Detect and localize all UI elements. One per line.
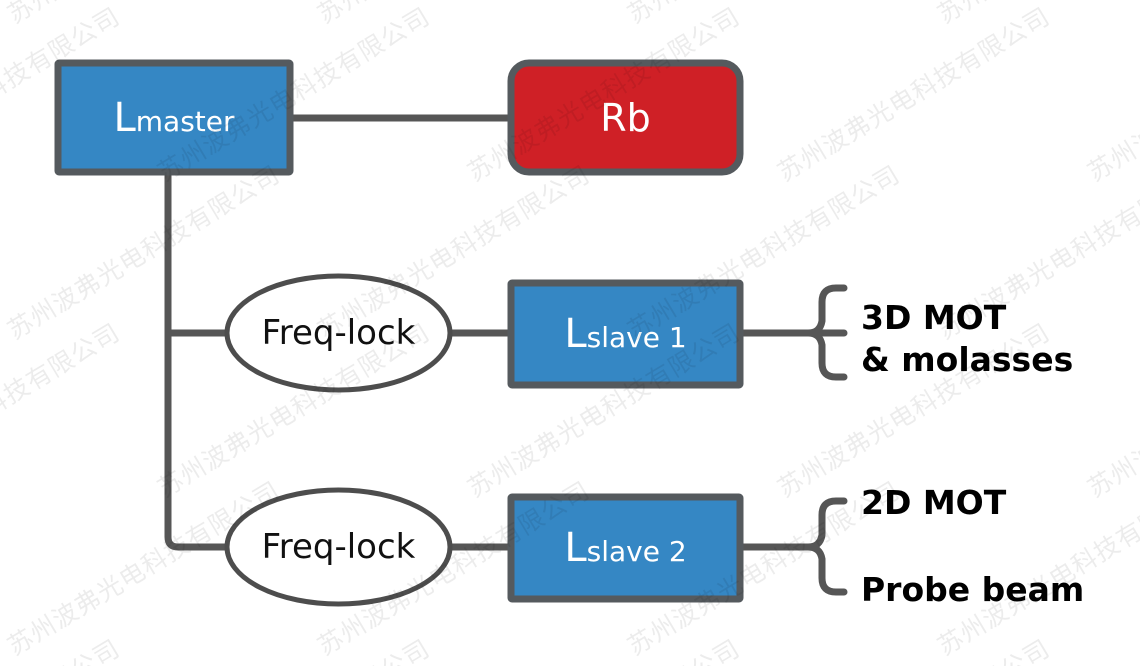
ellipse-freq-lock-1[interactable] [224,273,453,393]
box-slave-laser-1[interactable] [507,279,744,389]
brace-lower [804,497,848,596]
box-reference-cell-rb[interactable] [507,59,744,176]
box-slave-laser-2[interactable] [507,493,744,603]
brace-upper [804,284,848,381]
box-master-laser[interactable] [54,59,294,176]
ellipse-freq-lock-2[interactable] [224,487,453,607]
connector-master-trunk [164,172,227,551]
